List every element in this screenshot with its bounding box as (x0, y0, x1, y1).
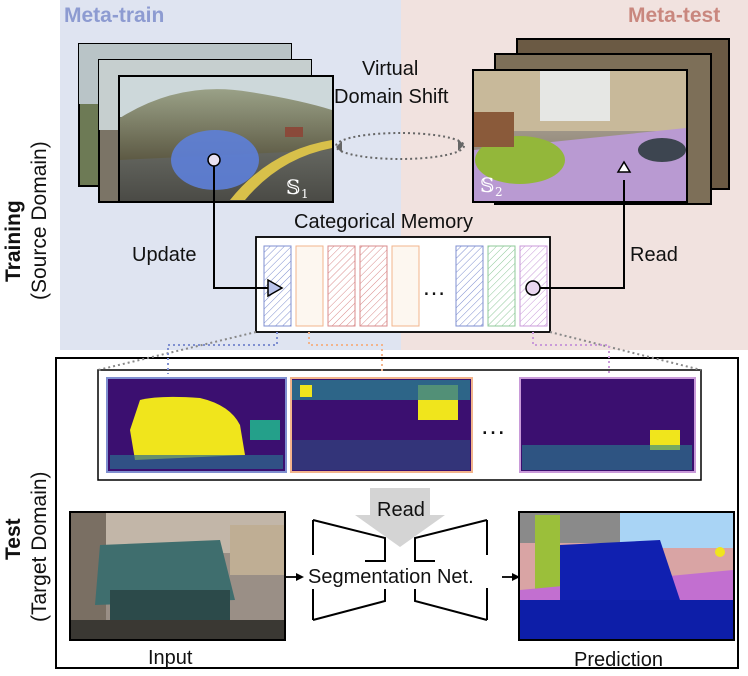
s2-subscript: 2 (495, 185, 503, 199)
s2-label: 𝕊 (480, 173, 494, 197)
read-label-mid: Read (377, 499, 425, 521)
read-wide-arrow (355, 488, 445, 547)
meta-test-label: Meta-test (628, 4, 721, 27)
output-arrow-head (512, 573, 520, 581)
activation-map-3 (519, 377, 696, 473)
source-image-stack (78, 43, 334, 203)
shift-arrow-left (336, 141, 342, 153)
training-sub-label: (Source Domain) (28, 141, 51, 300)
segnet-label: Segmentation Net. (306, 566, 476, 589)
memory-title: Categorical Memory (294, 211, 473, 233)
input-image (69, 511, 286, 641)
update-label: Update (132, 244, 197, 266)
training-label: Training (2, 200, 25, 282)
target-image-stack (472, 38, 730, 205)
virtual-shift-label-1: Virtual (362, 58, 419, 80)
shift-arrow-right (458, 139, 464, 151)
test-side-label: Test (2, 518, 26, 560)
activation-map-1 (106, 377, 287, 473)
input-arrow-head (296, 573, 304, 581)
memory-slots (263, 245, 548, 327)
read-arrow (540, 180, 625, 289)
virtual-shift-loop (335, 132, 465, 160)
maps-ellipsis: … (480, 410, 506, 440)
test-sub-label: (Target Domain) (28, 471, 51, 622)
prediction-label: Prediction (574, 649, 663, 671)
virtual-shift-label-2: Domain Shift (334, 86, 449, 108)
prediction-image (518, 511, 735, 641)
update-arrow (213, 166, 268, 289)
s1-subscript: 1 (301, 187, 309, 201)
input-label: Input (148, 647, 193, 669)
activation-map-2 (290, 377, 473, 473)
s1-label: 𝕊 (286, 175, 300, 199)
update-arrow-head (267, 278, 284, 298)
read-label-top: Read (630, 244, 678, 266)
memory-ellipsis: … (422, 274, 446, 301)
read-arrow-origin (525, 280, 541, 296)
meta-train-label: Meta-train (64, 4, 165, 27)
training-side-label: Training (2, 200, 26, 282)
training-sub-side-label: (Source Domain) (28, 141, 52, 300)
test-sub-side-label: (Target Domain) (28, 471, 52, 622)
test-label: Test (2, 518, 25, 560)
memory-map-connectors (97, 331, 702, 374)
